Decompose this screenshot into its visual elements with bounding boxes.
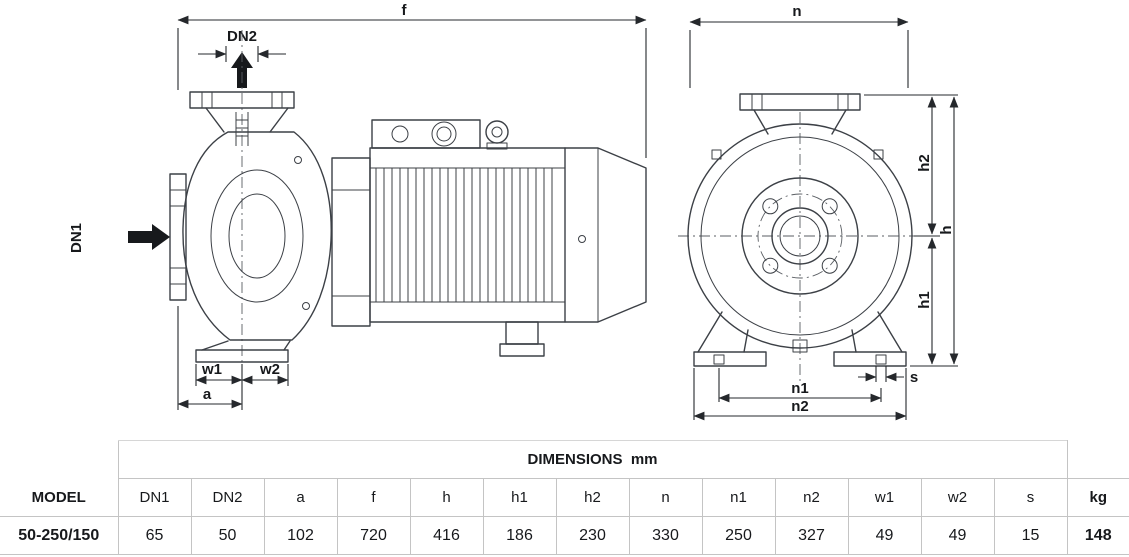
dimensions-table: DIMENSIONS mm MODEL DN1 DN2 a f h h1 h2 … (0, 440, 1129, 555)
dim-label-w1: w1 (201, 361, 222, 378)
value-w2: 49 (920, 516, 995, 555)
kg-column-header: kg (1066, 478, 1129, 517)
n-dimension: n (689, 3, 909, 88)
col-header-w2: w2 (920, 478, 995, 517)
pump-technical-drawing: f DN2 (68, 2, 959, 421)
col-header-h2: h2 (555, 478, 630, 517)
pump-casing-front (687, 123, 913, 353)
terminal-box (371, 119, 481, 149)
model-column-header: MODEL (0, 478, 119, 517)
drain-plug (792, 339, 808, 353)
fan-cover (564, 147, 647, 323)
dn1-dimension: DN1 (68, 223, 170, 253)
dim-label-f: f (402, 2, 408, 19)
motor-cooling-fins (375, 168, 553, 302)
motor-body (369, 119, 647, 357)
dim-label-n2: n2 (791, 398, 809, 415)
casing-bolt (711, 149, 722, 160)
value-a: 102 (263, 516, 338, 555)
col-header-dn2: DN2 (190, 478, 265, 517)
flange-bolt-hole (762, 257, 779, 274)
dim-label-h: h (938, 225, 955, 234)
discharge-flange (189, 91, 295, 146)
h-dimensions: h2 h1 h (864, 94, 959, 367)
bottom-dimensions: s n1 n2 (693, 366, 918, 421)
col-header-s: s (993, 478, 1068, 517)
dim-label-dn1: DN1 (68, 223, 85, 253)
value-h2: 230 (555, 516, 630, 555)
value-kg: 148 (1066, 516, 1129, 555)
volute-casing (182, 131, 332, 341)
dim-label-n1: n1 (791, 380, 809, 397)
bearing-bracket (331, 157, 371, 327)
foot-bolt-hole (713, 354, 725, 365)
dim-label-n: n (792, 3, 801, 20)
dim-label-s: s (910, 369, 918, 386)
model-value: 50-250/150 (0, 516, 119, 555)
pump-front-view: n (678, 3, 959, 421)
kg-column-spacer (1066, 440, 1129, 479)
col-header-a: a (263, 478, 338, 517)
dim-label-w2: w2 (259, 361, 280, 378)
pump-support-foot (195, 340, 291, 363)
col-header-w1: w1 (847, 478, 922, 517)
col-header-n2: n2 (774, 478, 849, 517)
dimensions-mm-header: DIMENSIONS mm (117, 440, 1068, 479)
value-n: 330 (628, 516, 703, 555)
casing-bolt (873, 149, 884, 160)
flange-bolt-hole (821, 198, 838, 215)
discharge-flow-arrow (231, 52, 253, 88)
value-h: 416 (409, 516, 484, 555)
value-n2: 327 (774, 516, 849, 555)
dim-label-a: a (203, 386, 212, 403)
motor-foot (499, 321, 545, 357)
f-dimension: f (177, 2, 647, 158)
flange-bolt-hole (821, 257, 838, 274)
value-w1: 49 (847, 516, 922, 555)
value-n1: 250 (701, 516, 776, 555)
value-f: 720 (336, 516, 411, 555)
lifting-eye (485, 120, 509, 150)
pump-side-view: f DN2 (68, 2, 647, 410)
col-header-n1: n1 (701, 478, 776, 517)
front-view-centerlines (678, 112, 928, 382)
table-row: 50-250/150 65 50 102 720 416 186 230 330… (0, 516, 1129, 555)
flange-bolt-hole (762, 198, 779, 215)
col-header-f: f (336, 478, 411, 517)
table-corner-spacer (0, 441, 118, 479)
col-header-n: n (628, 478, 703, 517)
value-h1: 186 (482, 516, 557, 555)
col-header-h: h (409, 478, 484, 517)
suction-flow-arrow (128, 224, 170, 250)
dim-label-h2: h2 (916, 154, 933, 172)
value-dn1: 65 (117, 516, 192, 555)
w1-w2-a-dimensions: w1 w2 a (177, 306, 289, 410)
value-dn2: 50 (190, 516, 265, 555)
foot-bolt-hole (875, 354, 887, 365)
value-s: 15 (993, 516, 1068, 555)
dimensions-table-section: DIMENSIONS mm MODEL DN1 DN2 a f h h1 h2 … (0, 440, 1129, 555)
col-header-dn1: DN1 (117, 478, 192, 517)
col-header-h1: h1 (482, 478, 557, 517)
dim-label-h1: h1 (916, 291, 933, 309)
front-feet (693, 311, 907, 367)
